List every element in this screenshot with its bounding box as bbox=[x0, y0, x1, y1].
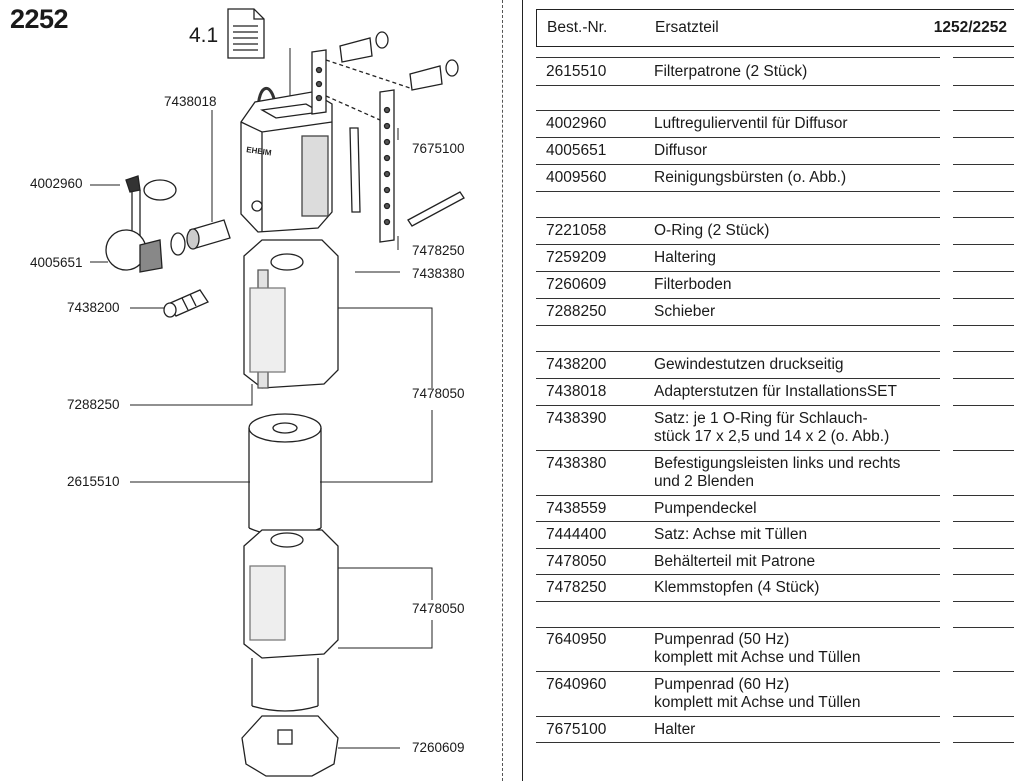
leader-lines bbox=[90, 48, 433, 749]
header-spare-part: Ersatzteil bbox=[655, 19, 719, 36]
threaded-nozzle bbox=[163, 289, 209, 318]
filter-cartridge bbox=[248, 413, 322, 537]
header-model: 1252/2252 bbox=[933, 19, 1007, 36]
pump-head: EHEIM bbox=[240, 86, 333, 233]
part-label-7438200: 7438200 bbox=[67, 300, 120, 315]
part-label-7260609: 7260609 bbox=[412, 740, 465, 755]
upper-container bbox=[243, 239, 339, 389]
doc-reference: 4.1 bbox=[189, 24, 219, 47]
lower-container bbox=[243, 529, 339, 712]
exploded-parts-diagram: EHEIM bbox=[90, 8, 465, 777]
part-label-7675100: 7675100 bbox=[412, 141, 465, 156]
table-border bbox=[522, 0, 523, 781]
part-label-2615510: 2615510 bbox=[67, 474, 120, 489]
header-order-number: Best.-Nr. bbox=[547, 19, 608, 36]
part-label-7478250: 7478250 bbox=[412, 243, 465, 258]
filter-base bbox=[241, 715, 339, 777]
mounting-bars bbox=[311, 31, 465, 243]
part-label-4005651: 4005651 bbox=[30, 255, 83, 270]
part-label-7438018: 7438018 bbox=[164, 94, 217, 109]
part-label-7288250: 7288250 bbox=[67, 397, 120, 412]
adapter-nozzle bbox=[170, 219, 231, 256]
table-header: Best.-Nr. Ersatzteil 1252/2252 bbox=[536, 9, 1014, 47]
ehem-logo: EHEIM bbox=[246, 145, 273, 157]
part-label-7438380: 7438380 bbox=[412, 266, 465, 281]
model-number: 2252 bbox=[10, 4, 69, 34]
dashed-divider bbox=[502, 0, 503, 781]
part-label-7478050-upper: 7478050 bbox=[412, 386, 465, 401]
diffuser-assembly bbox=[105, 175, 177, 273]
part-label-4002960: 4002960 bbox=[30, 176, 83, 191]
part-label-7478050-lower: 7478050 bbox=[412, 601, 465, 616]
document-icon bbox=[227, 8, 265, 59]
